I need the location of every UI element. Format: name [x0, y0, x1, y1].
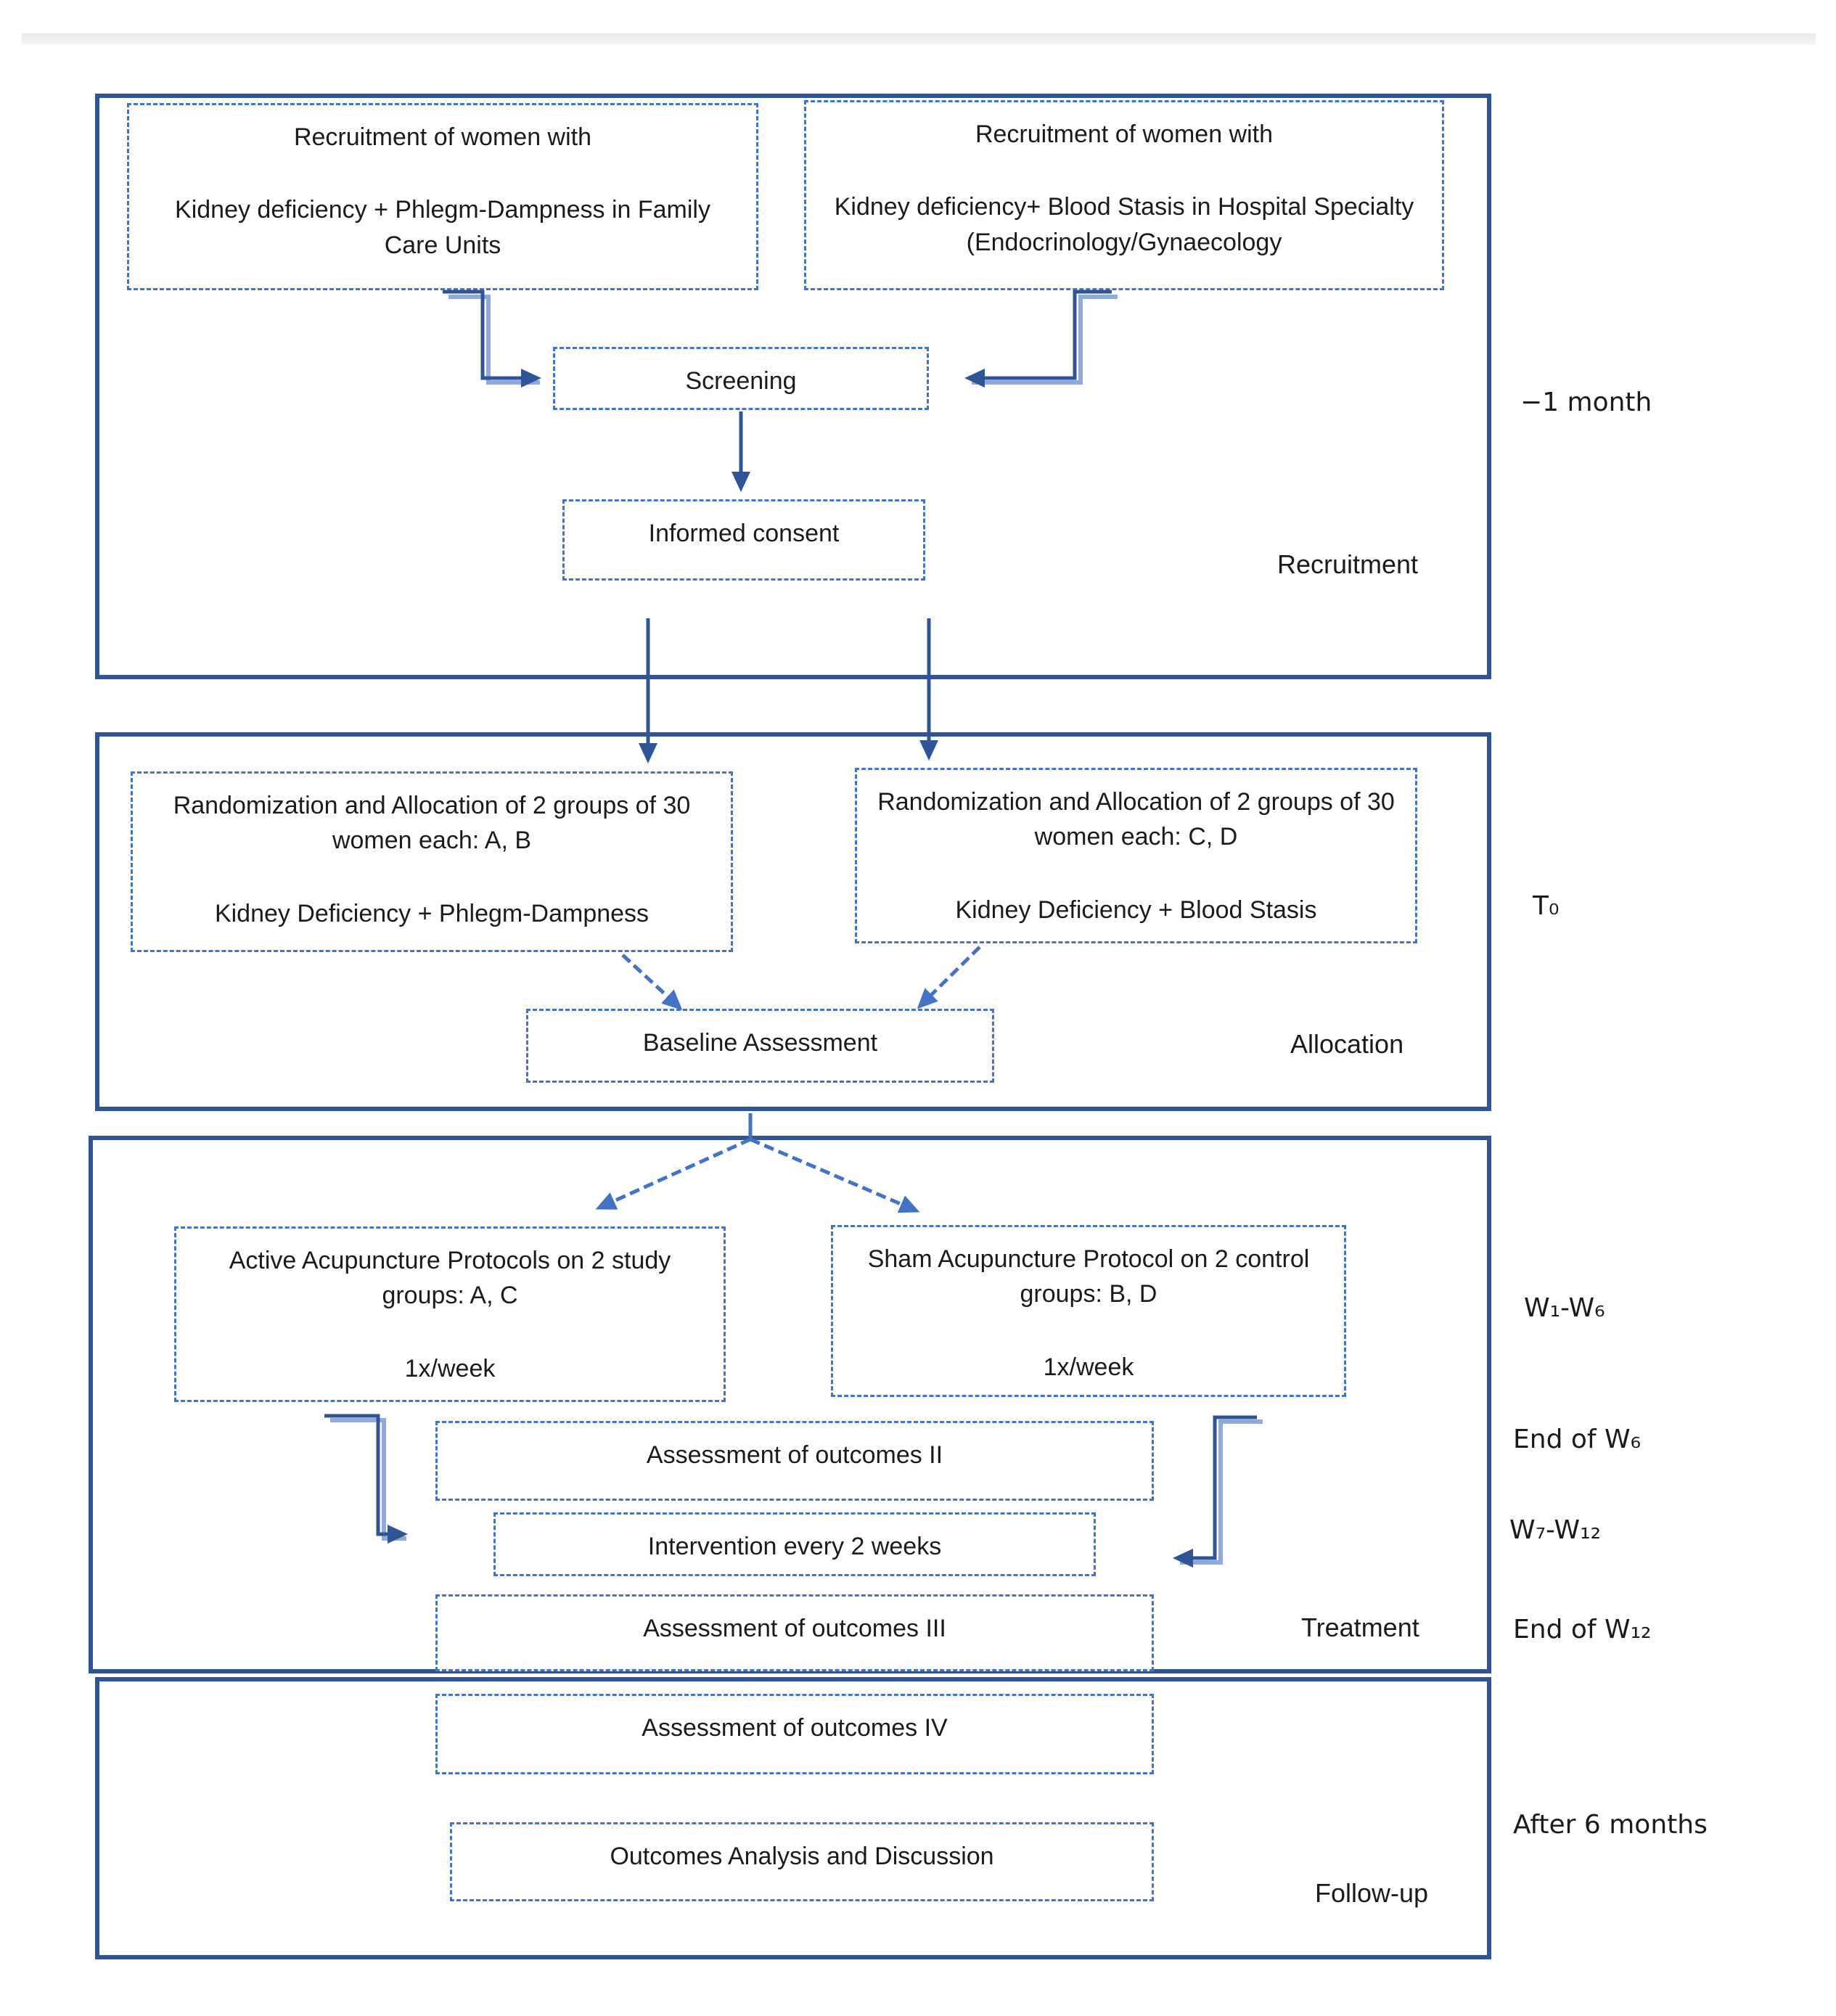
- box-text: Kidney deficiency + Phlegm-Dampness in F…: [175, 196, 710, 259]
- label-allocation-stage: Allocation: [1290, 1029, 1404, 1059]
- page-divider-bar: [22, 33, 1816, 45]
- box-active-acupuncture: Active Acupuncture Protocols on 2 study …: [174, 1226, 726, 1402]
- box-text: Recruitment of women with: [293, 123, 592, 151]
- box-text: Intervention every 2 weeks: [647, 1533, 942, 1560]
- box-text: Outcomes Analysis and Discussion: [610, 1843, 994, 1870]
- section-allocation: [95, 732, 1491, 1111]
- box-assessment-outcomes-4: Assessment of outcomes IV: [435, 1694, 1154, 1774]
- box-intervention-2-weeks: Intervention every 2 weeks: [493, 1512, 1096, 1576]
- box-sham-acupuncture: Sham Acupuncture Protocol on 2 control g…: [831, 1225, 1346, 1397]
- box-text: Assessment of outcomes II: [646, 1441, 943, 1469]
- box-randomization-cd: Randomization and Allocation of 2 groups…: [855, 768, 1417, 943]
- box-text: Randomization and Allocation of 2 groups…: [877, 788, 1395, 851]
- timeline-w7-w12: W₇-W₁₂: [1509, 1515, 1602, 1545]
- label-recruitment-stage: Recruitment: [1277, 549, 1419, 579]
- box-text: Baseline Assessment: [642, 1029, 878, 1057]
- box-assessment-outcomes-3: Assessment of outcomes III: [435, 1594, 1154, 1671]
- box-text: Active Acupuncture Protocols on 2 study …: [229, 1247, 671, 1310]
- timeline-after-6-months: After 6 months: [1513, 1810, 1708, 1840]
- box-text: Recruitment of women with: [975, 120, 1274, 148]
- timeline-w1-w6: W₁-W₆: [1524, 1293, 1605, 1323]
- box-recruitment-phlegm-dampness: Recruitment of women with Kidney deficie…: [127, 103, 758, 290]
- box-text: Kidney deficiency+ Blood Stasis in Hospi…: [834, 193, 1414, 256]
- timeline-t0: T₀: [1533, 891, 1560, 921]
- box-text: Kidney Deficiency + Phlegm-Dampness: [214, 899, 649, 927]
- box-recruitment-blood-stasis: Recruitment of women with Kidney deficie…: [804, 100, 1444, 290]
- timeline-minus-1-month: −1 month: [1520, 388, 1652, 417]
- section-recruitment: [95, 94, 1491, 679]
- box-text: Assessment of outcomes III: [643, 1615, 946, 1642]
- box-text: Informed consent: [648, 520, 840, 547]
- box-text: Assessment of outcomes IV: [642, 1714, 948, 1742]
- timeline-end-w6: End of W₆: [1513, 1425, 1642, 1454]
- label-followup-stage: Follow-up: [1315, 1878, 1429, 1908]
- box-text: 1x/week: [1043, 1353, 1134, 1381]
- section-followup: [95, 1677, 1491, 1959]
- timeline-end-w12: End of W₁₂: [1513, 1615, 1652, 1644]
- box-informed-consent: Informed consent: [562, 499, 925, 581]
- box-text: Randomization and Allocation of 2 groups…: [173, 792, 691, 855]
- box-text: Kidney Deficiency + Blood Stasis: [955, 896, 1317, 924]
- section-treatment: [89, 1136, 1491, 1673]
- box-randomization-ab: Randomization and Allocation of 2 groups…: [131, 771, 733, 952]
- box-assessment-outcomes-2: Assessment of outcomes II: [435, 1421, 1154, 1501]
- box-baseline-assessment: Baseline Assessment: [526, 1009, 994, 1083]
- label-treatment-stage: Treatment: [1301, 1613, 1419, 1642]
- box-outcomes-analysis: Outcomes Analysis and Discussion: [450, 1822, 1154, 1901]
- box-text: 1x/week: [404, 1354, 496, 1382]
- box-text: Sham Acupuncture Protocol on 2 control g…: [867, 1245, 1310, 1308]
- box-text: Screening: [685, 367, 797, 395]
- box-screening: Screening: [553, 347, 929, 410]
